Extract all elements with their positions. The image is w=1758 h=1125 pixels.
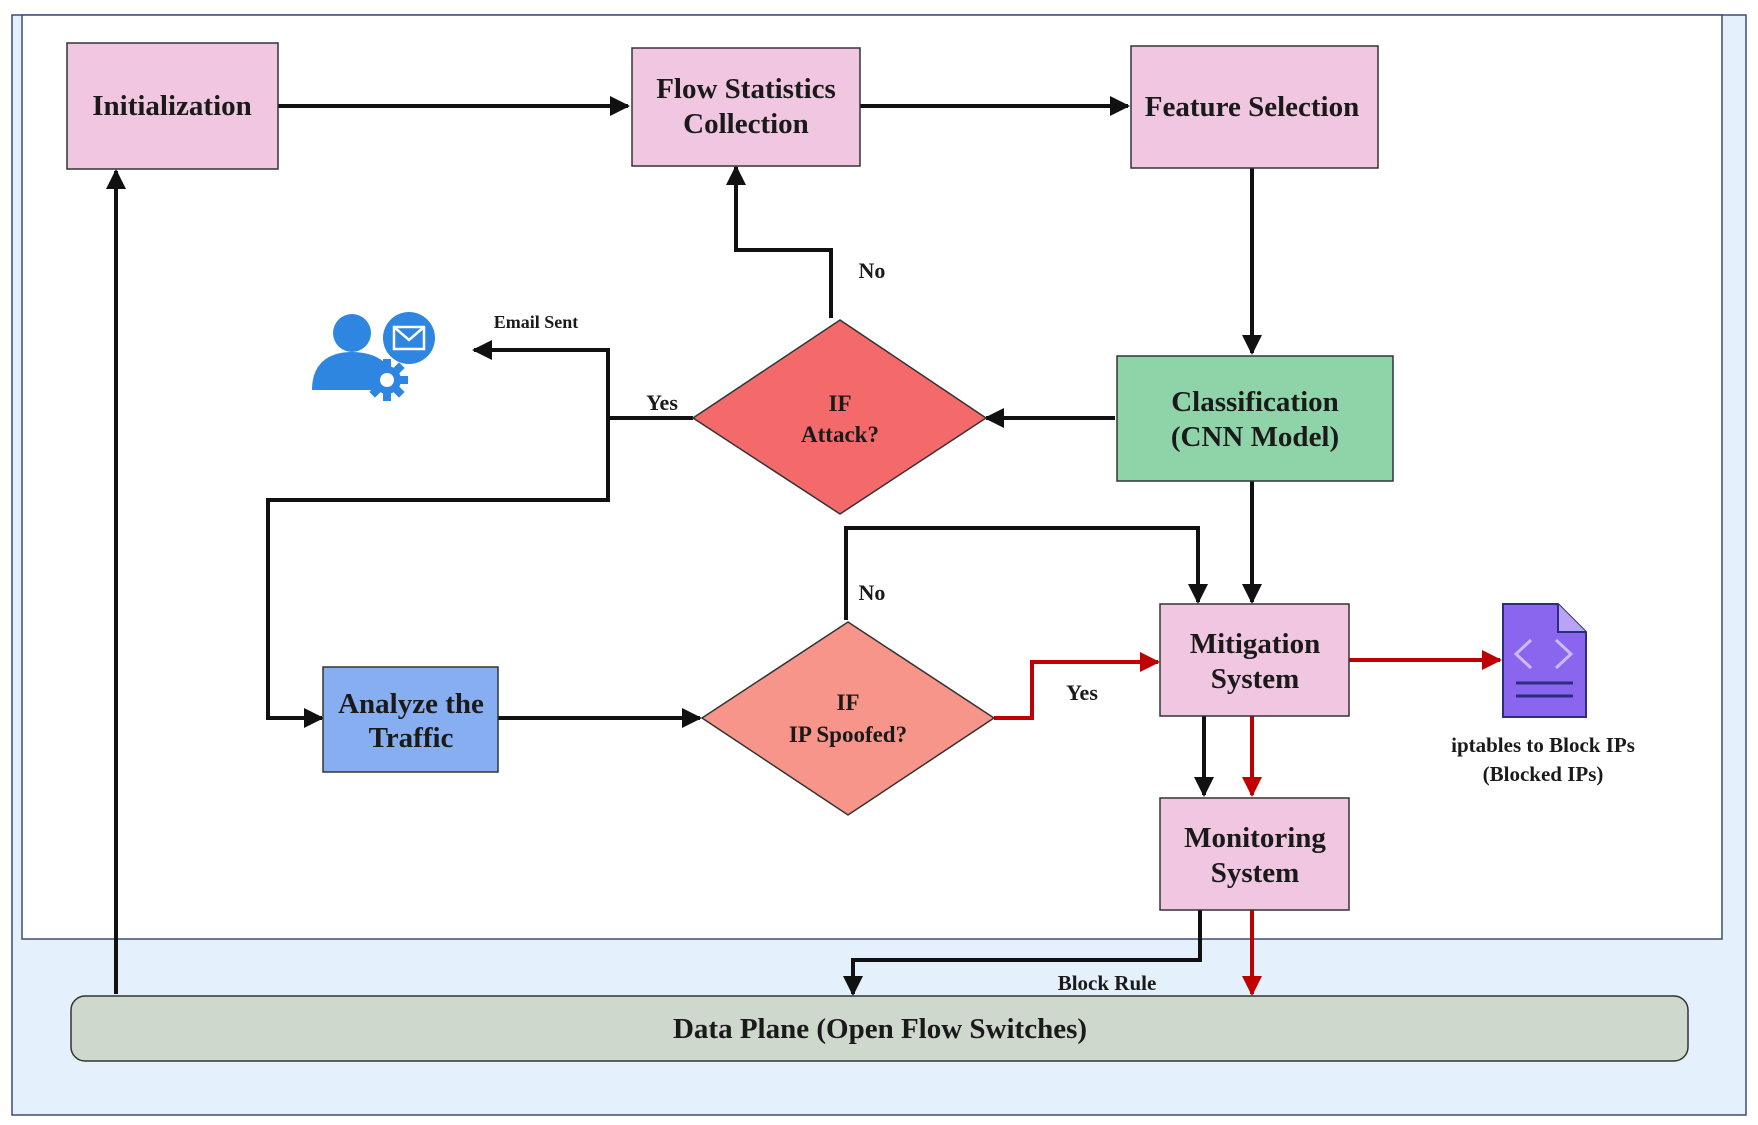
node-classification[interactable]: Classification (CNN Model) xyxy=(1116,355,1394,482)
monitoring-label-line2: System xyxy=(1211,857,1300,889)
flow-stats-label-line2: Collection xyxy=(683,108,809,140)
edge-attack-no-to-flowstats xyxy=(726,165,833,318)
block-rule-label: Block Rule xyxy=(1058,971,1157,995)
classification-label-line2: (CNN Model) xyxy=(1171,421,1339,453)
flow-stats-label-line1: Flow Statistics xyxy=(656,73,836,105)
analyze-label-line1: Analyze the xyxy=(338,688,484,720)
feature-selection-label: Feature Selection xyxy=(1145,91,1359,123)
attack-no-label: No xyxy=(859,258,886,283)
if-attack-label-line1: IF xyxy=(829,391,852,416)
monitoring-label-line1: Monitoring xyxy=(1184,822,1326,854)
attack-yes-label: Yes xyxy=(646,390,678,415)
edge-monitoring-to-dataplane-blockrule xyxy=(843,910,1202,996)
spoofed-no-label: No xyxy=(859,580,886,605)
edge-spoofed-yes-to-mitigation xyxy=(994,652,1160,720)
email-sent-label: Email Sent xyxy=(494,312,579,332)
mitigation-label-line2: System xyxy=(1211,663,1300,695)
edge-spoofed-no-to-mitigation xyxy=(844,526,1208,620)
iptables-label-line1: iptables to Block IPs xyxy=(1451,733,1635,757)
node-monitoring-system[interactable]: Monitoring System xyxy=(1159,797,1350,911)
node-analyze-traffic[interactable]: Analyze the Traffic xyxy=(322,666,499,773)
user-gear-email-icon xyxy=(312,312,435,401)
if-spoofed-label-line1: IF xyxy=(837,690,860,715)
node-flow-statistics[interactable]: Flow Statistics Collection xyxy=(631,47,861,167)
if-attack-label-line2: Attack? xyxy=(801,422,879,447)
iptables-label-line2: (Blocked IPs) xyxy=(1483,762,1604,786)
if-spoofed-label-line2: IP Spoofed? xyxy=(789,722,907,747)
mitigation-label-line1: Mitigation xyxy=(1190,628,1321,660)
classification-label-line1: Classification xyxy=(1171,386,1339,418)
node-if-attack[interactable]: IF Attack? xyxy=(691,319,988,515)
edge-attack-yes-to-analyze xyxy=(266,418,610,728)
node-initialization[interactable]: Initialization xyxy=(66,42,279,170)
analyze-label-line2: Traffic xyxy=(369,722,454,754)
data-plane-label: Data Plane (Open Flow Switches) xyxy=(673,1013,1087,1045)
node-if-ip-spoofed[interactable]: IF IP Spoofed? xyxy=(700,621,996,816)
node-feature-selection[interactable]: Feature Selection xyxy=(1130,45,1379,169)
edge-attack-yes-to-email xyxy=(472,340,693,420)
node-data-plane[interactable]: Data Plane (Open Flow Switches) xyxy=(70,995,1689,1062)
spoofed-yes-label: Yes xyxy=(1066,680,1098,705)
node-mitigation-system[interactable]: Mitigation System xyxy=(1159,603,1350,717)
code-file-icon xyxy=(1502,603,1587,718)
initialization-label: Initialization xyxy=(92,90,252,122)
